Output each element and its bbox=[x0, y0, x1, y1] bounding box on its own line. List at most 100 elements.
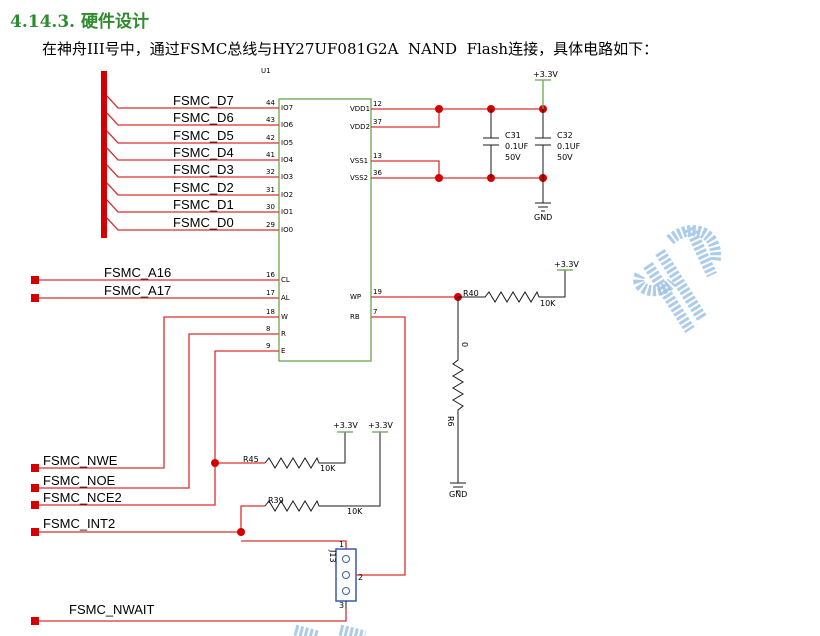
pin-name: RB bbox=[350, 313, 360, 321]
pin-name: VDD2 bbox=[350, 123, 370, 131]
pin-number: 42 bbox=[266, 134, 275, 142]
connector-pad-nwait bbox=[31, 617, 39, 625]
connector-pad-noe bbox=[31, 484, 39, 492]
r39-value: 10K bbox=[347, 507, 363, 516]
pin-name: WP bbox=[350, 293, 361, 301]
junction-nce2 bbox=[211, 459, 219, 467]
jumper-pin-label-3: 3 bbox=[339, 601, 344, 610]
net-label-address: FSMC_A16 bbox=[104, 265, 171, 280]
gnd-symbol-top bbox=[535, 178, 551, 212]
pin-name: IO1 bbox=[281, 208, 293, 216]
net-label-nce2: FSMC_NCE2 bbox=[43, 490, 122, 505]
pin-number: 41 bbox=[266, 151, 275, 159]
junction-vss-1 bbox=[435, 174, 443, 182]
net-label-data: FSMC_D1 bbox=[173, 197, 234, 212]
connector-pad-a17 bbox=[31, 294, 39, 302]
r40-value: 10K bbox=[540, 299, 556, 308]
c31-value: 0.1UF bbox=[505, 142, 529, 151]
net-label-nwe: FSMC_NWE bbox=[43, 453, 118, 468]
vdd-rail bbox=[371, 108, 543, 128]
bus-wire bbox=[106, 199, 279, 213]
watermark bbox=[293, 225, 721, 636]
pin-name: IO7 bbox=[281, 104, 293, 112]
pin-name: IO0 bbox=[281, 226, 293, 234]
wire-noe bbox=[39, 333, 279, 489]
pin-number: 12 bbox=[373, 100, 382, 108]
pin-name: VDD1 bbox=[350, 105, 370, 113]
data-bus-wires: FSMC_D7FSMC_D6FSMC_D5FSMC_D4FSMC_D3FSMC_… bbox=[104, 93, 279, 298]
net-label-noe: FSMC_NOE bbox=[43, 473, 116, 488]
pin-number: 8 bbox=[266, 325, 270, 333]
net-label-data: FSMC_D0 bbox=[173, 215, 234, 230]
pin-name: R bbox=[281, 330, 286, 338]
pin-number: 7 bbox=[373, 308, 377, 316]
vcc-top bbox=[535, 79, 551, 109]
bus-wire bbox=[106, 217, 279, 231]
r6-ref: R6 bbox=[446, 416, 455, 427]
pin-name: AL bbox=[281, 294, 290, 302]
net-label-address: FSMC_A17 bbox=[104, 283, 171, 298]
vcc-label-top: +3.3V bbox=[533, 70, 558, 79]
jumper-pin-label-2: 2 bbox=[358, 573, 363, 582]
gnd-label-r6: GND bbox=[449, 490, 467, 499]
jumper-ref: J13 bbox=[328, 549, 337, 563]
vcc-label-r39: +3.3V bbox=[368, 421, 393, 430]
pin-name: CL bbox=[281, 276, 290, 284]
pin-number: 13 bbox=[373, 152, 382, 160]
pin-number: 44 bbox=[266, 99, 275, 107]
vcc-label-r40: +3.3V bbox=[554, 260, 579, 269]
resistor-r45 bbox=[264, 432, 346, 469]
connector-pad-a16 bbox=[31, 276, 39, 284]
pin-number: 9 bbox=[266, 342, 270, 350]
c32-value: 0.1UF bbox=[557, 142, 581, 151]
pin-number: 30 bbox=[266, 203, 275, 211]
section-description: 在神舟III号中，通过FSMC总线与HY27UF081G2A NAND Flas… bbox=[42, 40, 659, 58]
pin-number: 36 bbox=[373, 169, 382, 177]
r6-value: 0 bbox=[460, 342, 469, 347]
jumper-pin-1 bbox=[342, 555, 350, 563]
r45-value: 10K bbox=[320, 464, 336, 473]
pin-name: VSS2 bbox=[350, 174, 368, 182]
c31-voltage: 50V bbox=[505, 153, 521, 162]
section-title: 4.14.3. 硬件设计 bbox=[10, 12, 149, 32]
resistor-r6 bbox=[450, 297, 466, 492]
bus-wire bbox=[106, 164, 279, 178]
bus-wire bbox=[106, 112, 279, 126]
pin-name: IO2 bbox=[281, 191, 293, 199]
c32-voltage: 50V bbox=[557, 153, 573, 162]
pin-number: 17 bbox=[266, 289, 275, 297]
pin-number: 32 bbox=[266, 168, 275, 176]
net-label-data: FSMC_D6 bbox=[173, 110, 234, 125]
pin-number: 18 bbox=[266, 308, 275, 316]
pin-name: IO3 bbox=[281, 173, 293, 181]
connector-pad-nwe bbox=[31, 464, 39, 472]
gnd-label-top: GND bbox=[534, 213, 552, 222]
wire-rb bbox=[356, 316, 406, 576]
net-label-nwait: FSMC_NWAIT bbox=[69, 602, 155, 617]
net-label-data: FSMC_D3 bbox=[173, 162, 234, 177]
bus-wire bbox=[106, 182, 279, 196]
net-label-data: FSMC_D2 bbox=[173, 180, 234, 195]
pin-number: 31 bbox=[266, 186, 275, 194]
wire-jumper-pin1 bbox=[241, 540, 347, 549]
capacitor-c32 bbox=[535, 109, 551, 178]
net-label-data: FSMC_D7 bbox=[173, 93, 234, 108]
jumper-pin-3 bbox=[342, 587, 350, 595]
junction-int2 bbox=[237, 528, 245, 536]
capacitor-c31 bbox=[483, 109, 499, 178]
c31-ref: C31 bbox=[505, 131, 521, 140]
jumper-j13 bbox=[335, 548, 357, 602]
vcc-label-r45: +3.3V bbox=[333, 421, 358, 430]
net-label-data: FSMC_D4 bbox=[173, 145, 234, 160]
net-label-data: FSMC_D5 bbox=[173, 128, 234, 143]
address-wires bbox=[39, 279, 279, 299]
connector-pad-nce2 bbox=[31, 501, 39, 509]
c32-ref: C32 bbox=[557, 131, 573, 140]
pin-name: E bbox=[281, 347, 285, 355]
wire-nce2 bbox=[39, 350, 279, 506]
r39-ref: R39 bbox=[268, 496, 284, 505]
wire-nwe bbox=[39, 316, 279, 469]
junction-vdd-1 bbox=[435, 105, 443, 113]
